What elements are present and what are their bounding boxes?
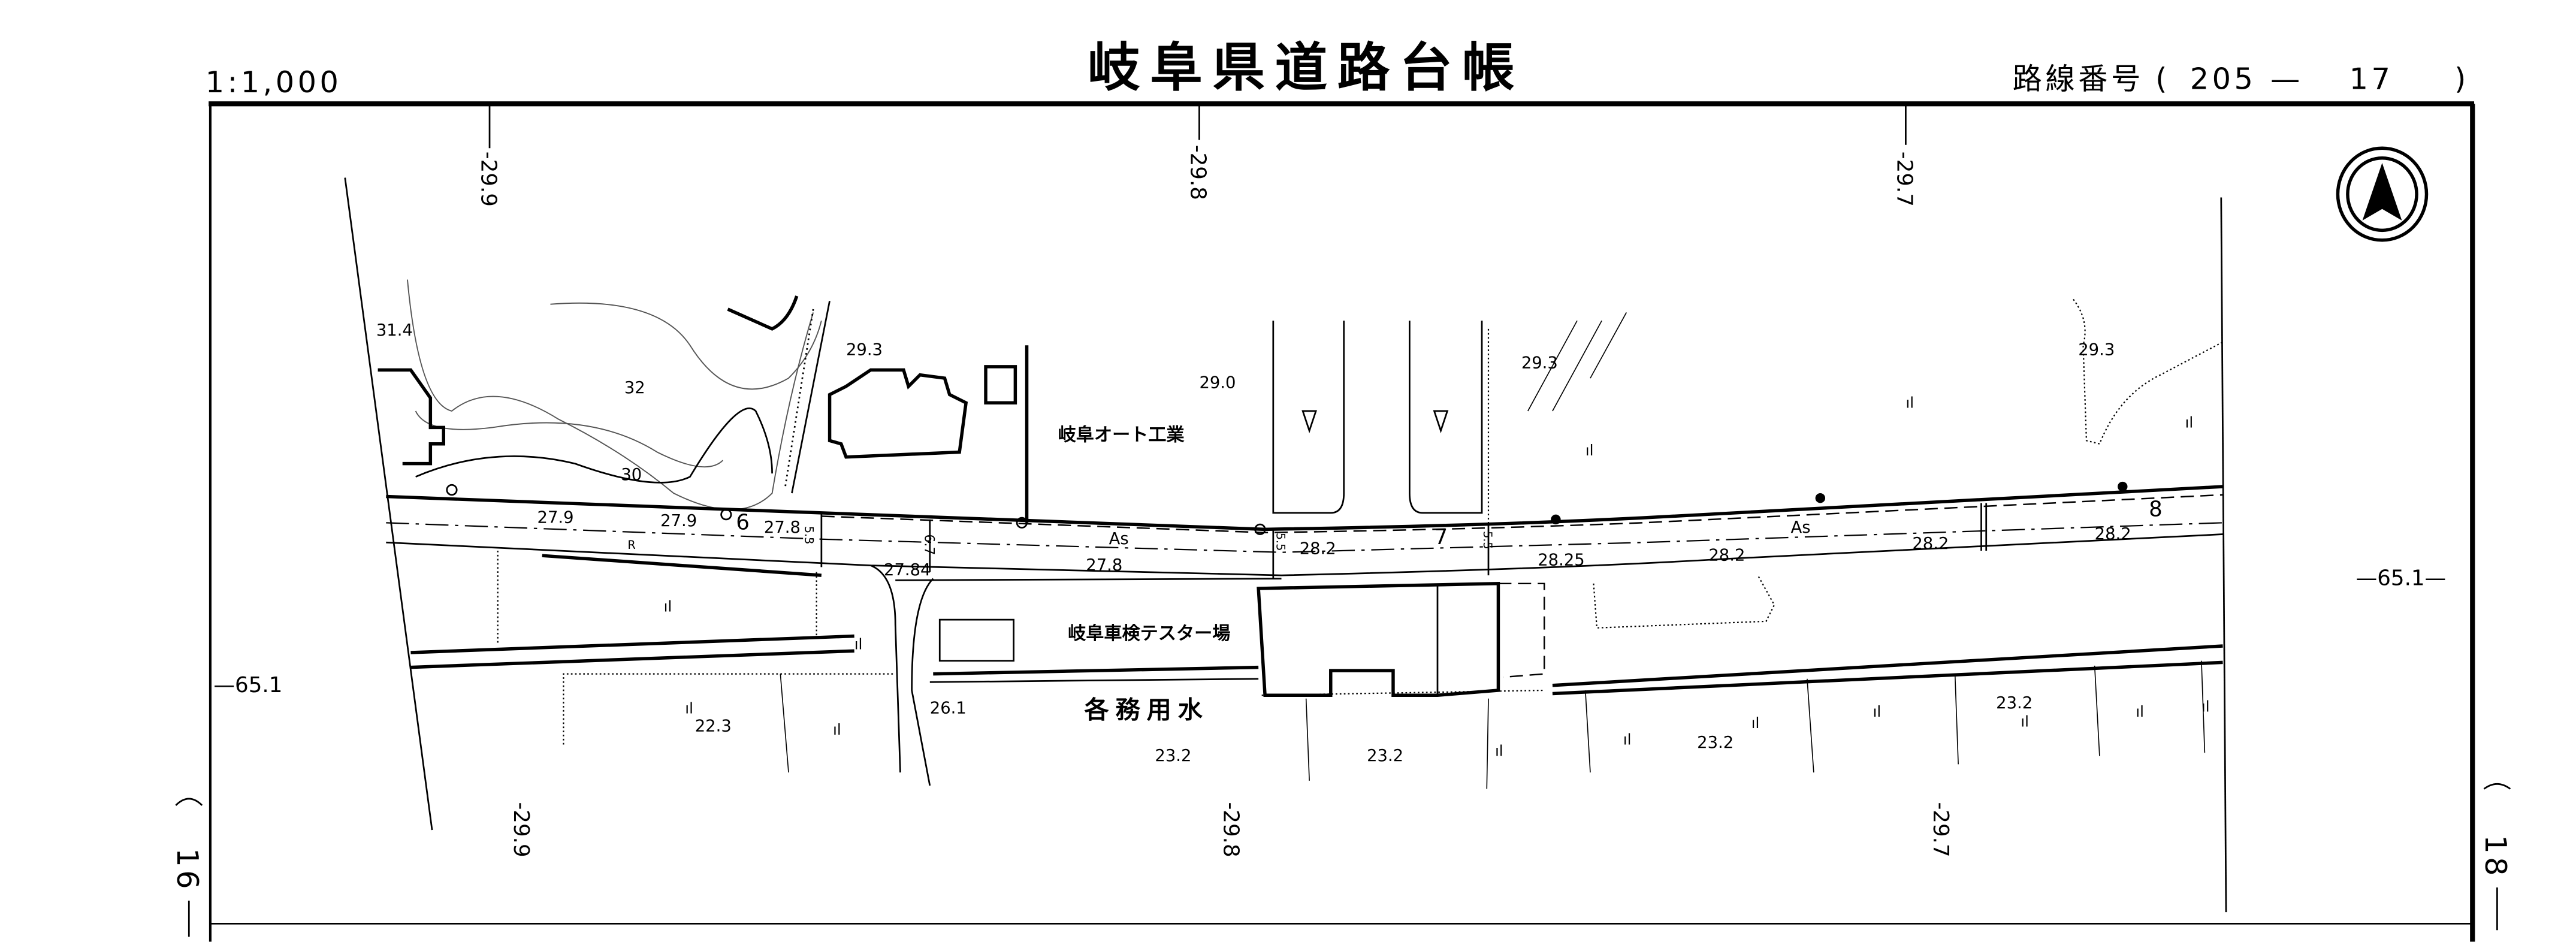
place-factory: 岐阜オート工業 [1058,424,1185,445]
field-symbol: ıl [2021,712,2029,730]
route-close: ) [2454,62,2469,96]
elev: 31.4 [376,321,413,340]
field-symbol: ıl [2201,698,2210,715]
canal-south-bank [1552,660,2223,696]
field-symbol: ıl [2185,413,2193,431]
building-factory [828,368,968,459]
elev: 27.9 [537,508,574,527]
route-main: 205 [2190,62,2257,96]
sheet-left-number: 16 [170,848,205,892]
width-4: 5.5 [1481,531,1494,550]
field-symbol: ıl [1495,742,1503,760]
elev: 23.2 [1697,733,1734,752]
grid-top-3: -29.7 [1892,152,1917,207]
contour-lines [406,279,831,511]
sheet-right-number: 18 [2478,835,2513,879]
field-symbol: ıl [664,597,672,615]
map-frame [209,101,2475,942]
elev: 29.0 [1199,374,1236,393]
grid-top-1: -29.9 [476,152,500,207]
elev: 27.8 [764,518,801,537]
route-number: 路線番号 ( 205 — 17 ) [2013,62,2469,96]
elev: 27.84 [884,561,931,579]
sheet-right: 18 [2478,783,2513,931]
field-symbol: ıl [1586,442,1594,459]
contour-30: 30 [621,466,642,484]
elev: 29.3 [846,341,883,360]
grid-bottom-1: -29.9 [509,802,533,857]
route-label: 路線番号 [2013,62,2144,96]
road-centerline [386,522,2223,553]
parcel-lines [497,298,2224,789]
route-sub: 17 [2349,62,2394,96]
elev: 28.2 [1708,546,1745,564]
north-arrow-icon [2336,146,2429,242]
grid-ticks: -29.9 -29.8 -29.7 -29.9 -29.8 -29.7 —65.… [213,104,2447,858]
parking-lot-1 [1272,321,1345,514]
elev: 23.2 [1367,747,1403,765]
sheet-left: 16 [170,798,205,937]
field-symbol: ıl [1751,714,1760,732]
marker-r: R [627,538,635,552]
field-symbol: ıl [1623,730,1632,748]
building-small [984,365,1017,404]
route-sep: — [2270,62,2303,96]
elev: 28.25 [1538,551,1584,570]
grid-left-y: —65.1 [213,673,282,698]
left-boundary [344,177,433,831]
buildings [378,321,1545,697]
field-symbol: ıl [1905,394,1914,411]
elev: 23.2 [1155,747,1191,765]
field-symbol: ıl [685,699,693,717]
building-office [938,618,1015,662]
field-symbol: ıl [833,721,841,738]
grid-right-y: —65.1— [2356,566,2447,591]
elev: 22.3 [695,717,732,736]
elev: 28.2 [2095,525,2131,544]
surface-as-1: As [1109,530,1129,548]
field-symbol: ıl [854,635,863,653]
field-symbol: ıl [1873,703,1882,720]
elev: 27.9 [660,512,697,530]
building-left [378,368,446,466]
building-tester [1257,582,1500,697]
road-edge-south [386,533,2223,576]
map-title: 岐阜県道路台帳 [1088,37,1524,98]
canal-north-bank [1552,644,2223,687]
contour-32: 32 [624,379,645,397]
parking-lot-2 [1409,321,1483,514]
scale-label: 1:1,000 [206,65,342,99]
route-open: ( [2155,62,2170,96]
elev: 28.2 [1300,539,1336,558]
elevation-labels: 31.4 29.3 29.0 29.3 29.3 32 30 27.9 27.9… [376,321,2131,765]
side-road-east [911,578,934,786]
grid-bottom-2: -29.8 [1219,802,1243,857]
elev: 28.2 [1912,535,1949,553]
station-6: 6 [736,510,750,535]
road [386,481,2223,786]
right-boundary [2220,197,2227,913]
place-tester: 岐阜車検テスター場 [1068,623,1230,644]
grid-bottom-3: -29.7 [1928,802,1953,857]
elev: 23.2 [1996,694,2033,712]
width-3: 5.5 [1273,533,1287,551]
station-8: 8 [2149,497,2163,521]
width-1: 5.3 [802,526,816,545]
station-7: 7 [1435,525,1448,550]
surface-as-2: As [1790,518,1810,537]
waterways [410,554,2223,696]
field-symbol: ıl [2136,703,2144,720]
width-2: 6.7 [922,535,937,555]
elev: 26.1 [930,699,967,717]
road-edge-north [386,485,2223,532]
elev: 29.3 [1521,354,1558,373]
grid-top-2: -29.8 [1186,145,1210,200]
land-use-symbols: ıl ıl ıl ıl ıl ıl ıl ıl ıl ıl ıl ıl ıl ı… [664,394,2210,759]
elev: 29.3 [2078,341,2115,360]
side-road-west [870,564,901,773]
place-canal: 各務用水 [1085,696,1209,724]
elev: 27.8 [1086,556,1122,575]
